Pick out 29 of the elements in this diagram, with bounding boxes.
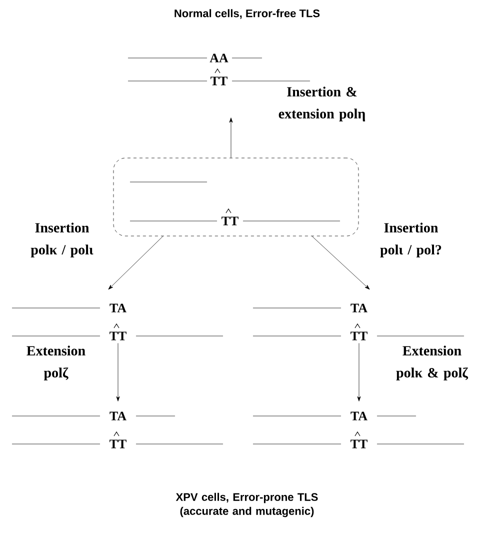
base-label: TT bbox=[350, 440, 368, 448]
arrow bbox=[357, 343, 361, 402]
edge-label: Extension polκ & polζ bbox=[396, 346, 468, 380]
dashed-box bbox=[113, 158, 359, 236]
base-label: TA bbox=[110, 304, 126, 312]
dna-duplex bbox=[252, 304, 464, 340]
edge-label: Extension polζ bbox=[26, 346, 86, 380]
edge-label: Insertion polκ / polι bbox=[30, 222, 94, 258]
arrow bbox=[312, 236, 370, 290]
arrow bbox=[229, 118, 233, 158]
dna-duplex bbox=[128, 54, 310, 86]
dna-duplex bbox=[252, 412, 464, 448]
base-label: TA bbox=[350, 304, 368, 312]
edge-label: Insertion & extension polη bbox=[278, 86, 366, 122]
dna-duplex bbox=[12, 412, 224, 448]
base-label: TT bbox=[110, 440, 126, 448]
arrow bbox=[116, 343, 120, 402]
arrow bbox=[108, 236, 164, 290]
base-label: TT bbox=[210, 76, 228, 86]
caption: XPV cells, Error-prone TLS (accurate and mutagenic) bbox=[176, 492, 318, 518]
base-label: AA bbox=[210, 54, 228, 62]
base-label: TT bbox=[110, 332, 126, 340]
base-label: TA bbox=[350, 412, 368, 420]
dna-duplex bbox=[12, 304, 224, 340]
base-label: TT bbox=[222, 216, 238, 226]
base-label: TA bbox=[110, 412, 126, 420]
edge-label: Insertion polι / pol? bbox=[380, 222, 442, 258]
base-label: TT bbox=[350, 332, 368, 340]
title: Normal cells, Error-free TLS bbox=[174, 9, 320, 19]
